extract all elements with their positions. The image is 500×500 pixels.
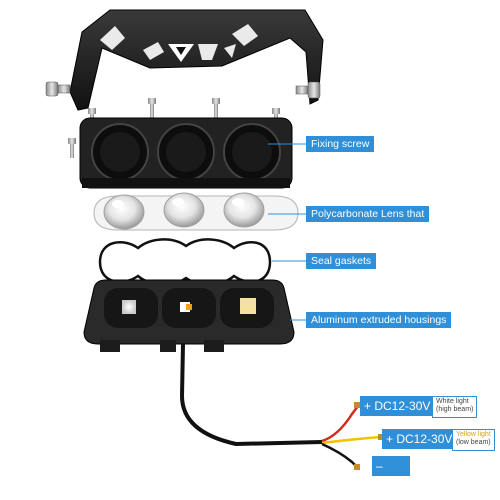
high-beam-color: White light (436, 398, 469, 405)
positive-low-beam-label: + DC12-30V (382, 429, 457, 449)
positive-high-beam-label: + DC12-30V (360, 396, 435, 416)
negative-label: – (372, 456, 410, 476)
callout-polycarbonate-lens: Polycarbonate Lens that (306, 206, 430, 222)
low-beam-description: Yellow light (low beam) (452, 429, 495, 451)
bracket-screw-left (45, 81, 71, 97)
front-cover (79, 117, 293, 189)
seal-gasket (98, 238, 272, 286)
fixing-screw (68, 138, 76, 158)
high-beam-note: (high beam) (436, 406, 474, 413)
high-beam-description: White light (high beam) (432, 396, 478, 418)
low-beam-color: Yellow light (456, 431, 491, 438)
callout-leaders (268, 143, 306, 321)
power-cable (179, 343, 384, 470)
mounting-bracket (69, 9, 324, 111)
fixing-screw (148, 98, 156, 118)
aluminum-housing (83, 279, 295, 352)
callout-seal-gaskets: Seal gaskets (306, 253, 377, 269)
bracket-screw-right (295, 81, 321, 99)
callout-aluminum-housing: Aluminum extruded housings (306, 312, 452, 328)
low-beam-note: (low beam) (456, 439, 491, 446)
callout-fixing-screw: Fixing screw (306, 136, 375, 152)
polycarbonate-lens (93, 192, 299, 231)
fixing-screw (212, 98, 220, 118)
